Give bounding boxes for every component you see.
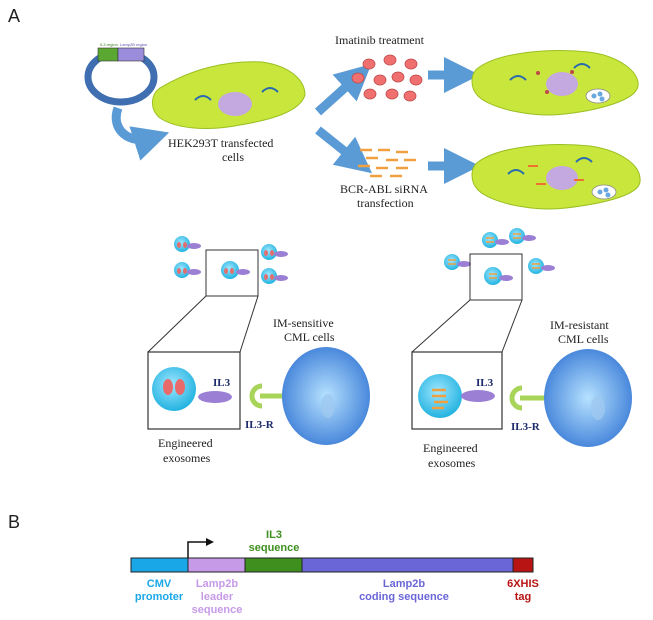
right-zoom-small-box — [469, 253, 523, 301]
sirna-treated-cell — [471, 144, 641, 210]
right-zoom-large-box — [411, 351, 503, 430]
right-engineered-exosome — [418, 374, 495, 418]
lamp2b-coding-label-2: coding sequence — [359, 591, 449, 603]
segment-il3 — [244, 557, 303, 573]
left-il3r-receptor — [249, 383, 263, 409]
plasmid: IL3 region Lamp2B region — [84, 42, 158, 106]
cmv-label-1: CMV — [147, 578, 172, 590]
left-engineered-exosome — [152, 367, 232, 411]
left-il3-label: IL3 — [213, 377, 231, 389]
imatinib-label: Imatinib treatment — [335, 33, 425, 47]
right-exosomes-label-line1: Engineered — [423, 441, 478, 455]
6xhis-label-1: 6XHIS — [507, 578, 539, 590]
imatinib-treated-cell — [471, 50, 639, 116]
right-il3-label: IL3 — [476, 377, 494, 389]
segment-6xhis — [512, 557, 534, 573]
segment-lamp2b-leader — [187, 557, 246, 573]
il3-sequence-label-1: IL3 — [266, 529, 282, 541]
segment-cmv — [130, 557, 189, 573]
left-zoom-large-box — [147, 351, 241, 430]
il3-sequence-label-2: sequence — [249, 542, 300, 554]
6xhis-label-2: tag — [515, 591, 532, 603]
promoter-arrow — [187, 541, 210, 558]
segment-lamp2b-coding — [301, 557, 514, 573]
left-exosomes-label-line1: Engineered — [158, 436, 213, 450]
right-exosome-cluster — [444, 228, 555, 285]
right-exosomes-label-line2: exosomes — [428, 456, 476, 470]
plasmid-il3-region-label: IL3 region — [100, 42, 118, 47]
lamp2b-leader-label-2: leader — [201, 591, 234, 603]
im-resistant-cell — [544, 349, 632, 447]
plasmid-lamp2b-region-label: Lamp2B region — [120, 42, 147, 47]
construct-bar — [130, 557, 534, 573]
right-il3r-receptor — [509, 385, 523, 411]
left-exosome-cluster — [174, 236, 288, 284]
left-exosomes-label-line2: exosomes — [163, 451, 211, 465]
transfection-arrow — [111, 106, 170, 161]
sirna-label-line1: BCR-ABL siRNA — [340, 182, 428, 196]
left-il3r-label: IL3-R — [245, 419, 275, 431]
panel-b-label: B — [8, 512, 20, 532]
im-sensitive-label-line1: IM-sensitive — [273, 316, 334, 330]
left-zoom-small-box — [205, 249, 259, 297]
imatinib-drug-dots — [351, 54, 423, 102]
hek293t-label-line2: cells — [222, 150, 244, 164]
im-resistant-label-line2: CML cells — [558, 332, 609, 346]
lamp2b-leader-label-3: sequence — [192, 604, 243, 616]
arrow-to-imatinib — [314, 63, 372, 116]
sirna-label-line2: transfection — [357, 196, 414, 210]
im-sensitive-label-line2: CML cells — [284, 330, 335, 344]
panel-a-label: A — [8, 6, 20, 26]
hek293t-label-line1: HEK293T transfected — [168, 136, 273, 150]
arrow-to-sirna — [315, 126, 373, 174]
lamp2b-coding-label-1: Lamp2b — [383, 578, 425, 590]
sirna-strands — [358, 148, 416, 178]
lamp2b-leader-label-1: Lamp2b — [196, 578, 238, 590]
cmv-label-2: promoter — [135, 591, 184, 603]
im-resistant-label-line1: IM-resistant — [550, 318, 609, 332]
right-il3r-label: IL3-R — [511, 421, 541, 433]
hek293t-cell — [152, 61, 306, 129]
